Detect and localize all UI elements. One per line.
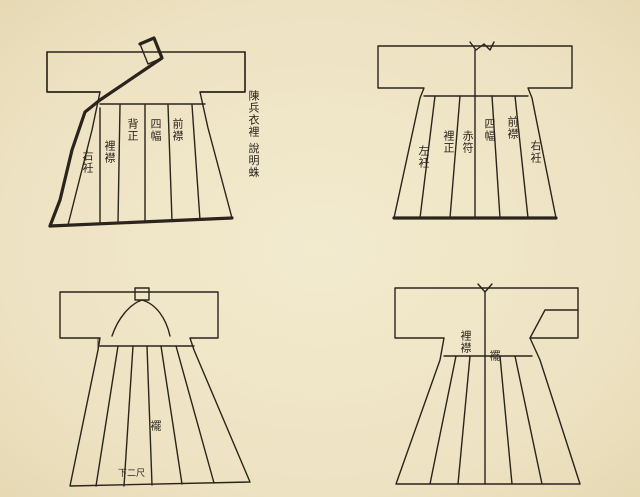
robe2-label-front: 前襟 xyxy=(506,116,519,140)
robe2-seam xyxy=(449,95,461,219)
robe4-label-center: 襬 xyxy=(488,350,501,362)
robe1-seam xyxy=(167,104,173,222)
robe1-neck-box xyxy=(139,37,163,65)
robe-diagram-top-right xyxy=(377,41,573,220)
robe2-seam xyxy=(514,95,529,219)
robe3-seam xyxy=(160,345,183,485)
robe4-seam xyxy=(514,355,543,485)
robe1-label-panels: 四幅 xyxy=(149,118,162,142)
robe3-label-center: 襬 xyxy=(149,420,162,432)
robe4-outline xyxy=(394,287,581,485)
robe3-seam xyxy=(146,345,153,486)
robe4-side-flare xyxy=(529,309,579,339)
robe3-seam xyxy=(175,345,215,484)
robe2-seam xyxy=(419,95,436,219)
robe2-label-right: 右衽 xyxy=(529,140,542,164)
robe1-label-right: 右衽 xyxy=(81,150,94,174)
robe2-seam xyxy=(491,95,501,219)
robe3-outline xyxy=(59,291,251,487)
robe1-label-inner: 裡襟 xyxy=(103,140,116,164)
robe3-seam xyxy=(123,345,134,487)
robe2-label-back: 赤符 xyxy=(461,130,474,154)
robe1-sleeve-right xyxy=(199,51,246,93)
robe-diagram-top-left xyxy=(46,36,246,228)
robe4-seam xyxy=(429,355,457,485)
robe1-hem xyxy=(48,216,234,228)
robe-diagram-bottom-left xyxy=(59,287,251,487)
robe4-seam xyxy=(499,355,513,485)
robe2-label-inner: 裡正 xyxy=(442,130,455,154)
robe1-seam xyxy=(117,104,121,224)
robe4-label-inner: 裡襟 xyxy=(459,330,472,354)
robe3-neckline xyxy=(111,299,171,337)
robe1-label-front: 前襟 xyxy=(171,118,184,142)
robe1-seam xyxy=(191,104,201,221)
robe2-label-left: 左衽 xyxy=(417,145,430,169)
robe3-label-bottom: 下二尺 xyxy=(118,469,146,479)
robe1-side-note: 陳兵衣裡 說明蛛 xyxy=(247,90,260,179)
robe3-seam xyxy=(95,345,119,487)
robe3-collar-box xyxy=(134,287,150,301)
robe2-label-panels: 四幅 xyxy=(483,118,496,142)
robe4-seam xyxy=(457,355,471,485)
robe2-collar xyxy=(469,41,495,51)
robe-diagram-bottom-right xyxy=(394,283,581,485)
robe1-sleeve-left xyxy=(46,51,101,93)
robe1-label-back: 背正 xyxy=(126,118,139,142)
